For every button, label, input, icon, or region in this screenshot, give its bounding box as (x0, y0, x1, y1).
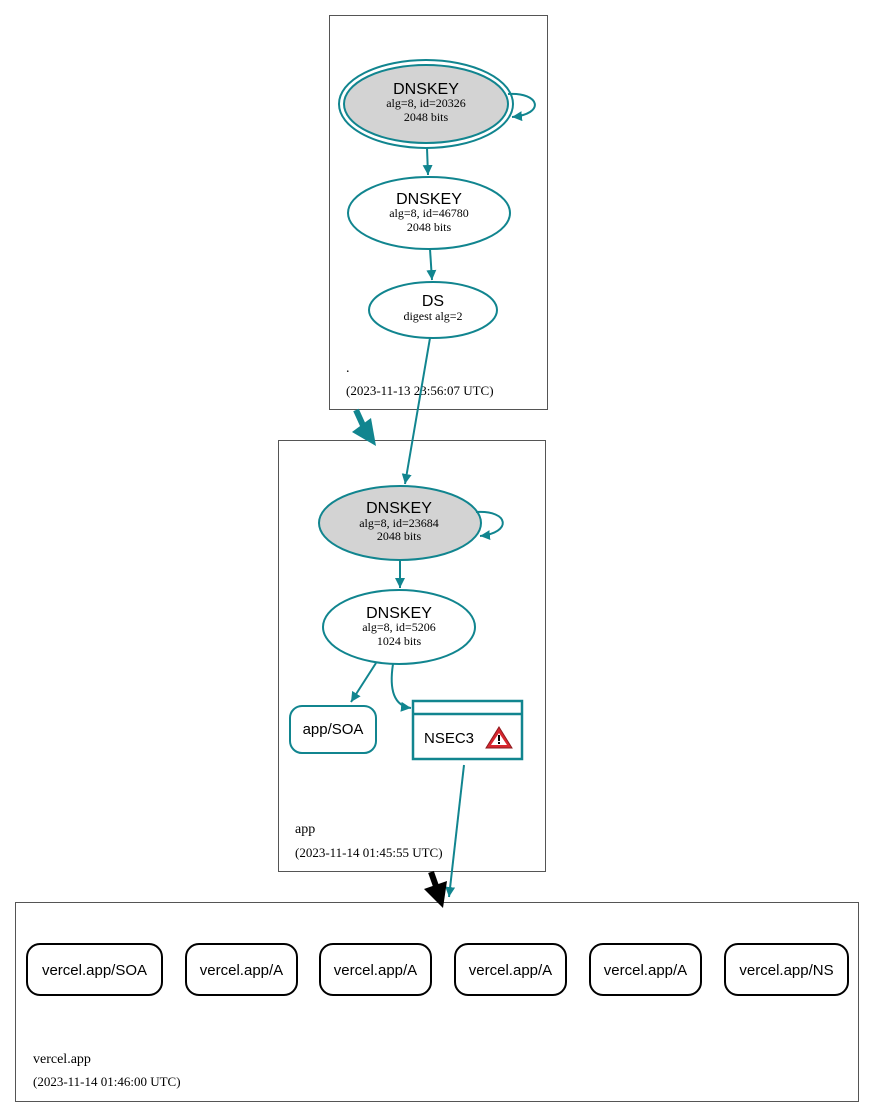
root-zsk-alg: alg=8, id=46780 (389, 206, 469, 220)
root-ds-title: DS (422, 293, 444, 310)
root-zsk-node[interactable]: DNSKEY alg=8, id=46780 2048 bits (347, 176, 511, 250)
delegation-arrowhead-app-to-vercel (424, 881, 447, 908)
vercel-zone-timestamp: (2023-11-14 01:46:00 UTC) (33, 1074, 181, 1089)
root-ksk-self-loop (507, 92, 536, 122)
edge-app-zsk-to-nsec3 (390, 663, 412, 712)
edge-nsec3-to-vercel (445, 764, 465, 898)
root-ksk-title: DNSKEY (393, 81, 459, 98)
root-ds-digest: digest alg=2 (403, 309, 462, 323)
vercel-record-ns[interactable]: vercel.app/NS (724, 943, 849, 996)
app-nsec3-node[interactable]: NSEC3 (411, 699, 524, 761)
app-zsk-title: DNSKEY (366, 605, 432, 622)
app-zone-timestamp: (2023-11-14 01:45:55 UTC) (295, 845, 443, 860)
vercel-record-label: vercel.app/A (604, 962, 687, 979)
vercel-record-a[interactable]: vercel.app/A (185, 943, 298, 996)
vercel-record-soa[interactable]: vercel.app/SOA (26, 943, 163, 996)
app-ksk-title: DNSKEY (366, 500, 432, 517)
root-zsk-title: DNSKEY (396, 191, 462, 208)
root-zone-timestamp: (2023-11-13 23:56:07 UTC) (346, 383, 494, 398)
vercel-record-a[interactable]: vercel.app/A (319, 943, 432, 996)
edge-root-ksk-to-zsk (422, 147, 433, 176)
vercel-record-a[interactable]: vercel.app/A (589, 943, 702, 996)
app-zsk-node[interactable]: DNSKEY alg=8, id=5206 1024 bits (322, 589, 476, 665)
root-ksk-node[interactable]: DNSKEY alg=8, id=20326 2048 bits (338, 59, 514, 149)
app-nsec3-label: NSEC3 (424, 730, 474, 747)
vercel-record-label: vercel.app/A (200, 962, 283, 979)
edge-app-zsk-to-soa (350, 662, 377, 703)
root-zsk-bits: 2048 bits (407, 220, 452, 234)
app-ksk-alg: alg=8, id=23684 (359, 516, 439, 530)
app-zsk-bits: 1024 bits (377, 634, 422, 648)
app-ksk-node[interactable]: DNSKEY alg=8, id=23684 2048 bits (318, 485, 482, 561)
app-soa-node[interactable]: app/SOA (289, 705, 377, 754)
zone-box-vercel (15, 902, 859, 1102)
warning-icon (485, 726, 513, 749)
app-ksk-bits: 2048 bits (377, 529, 422, 543)
root-zone-name: . (346, 361, 350, 376)
vercel-record-label: vercel.app/SOA (42, 962, 147, 979)
vercel-zone-name: vercel.app (33, 1052, 91, 1067)
vercel-record-label: vercel.app/A (469, 962, 552, 979)
app-ksk-self-loop (475, 510, 504, 541)
root-ksk-alg: alg=8, id=20326 (386, 96, 466, 110)
vercel-record-a[interactable]: vercel.app/A (454, 943, 567, 996)
edge-root-zsk-to-ds (426, 248, 437, 281)
vercel-record-label: vercel.app/NS (739, 962, 833, 979)
root-ksk-bits: 2048 bits (404, 110, 449, 124)
edge-root-ds-to-app-ksk (401, 337, 431, 485)
app-zsk-alg: alg=8, id=5206 (362, 620, 436, 634)
app-soa-label: app/SOA (303, 721, 364, 738)
app-zone-name: app (295, 822, 315, 837)
delegation-arrowhead-root-to-app (352, 418, 376, 446)
root-ds-node[interactable]: DS digest alg=2 (368, 281, 498, 339)
vercel-record-label: vercel.app/A (334, 962, 417, 979)
zone-box-root (329, 15, 548, 410)
